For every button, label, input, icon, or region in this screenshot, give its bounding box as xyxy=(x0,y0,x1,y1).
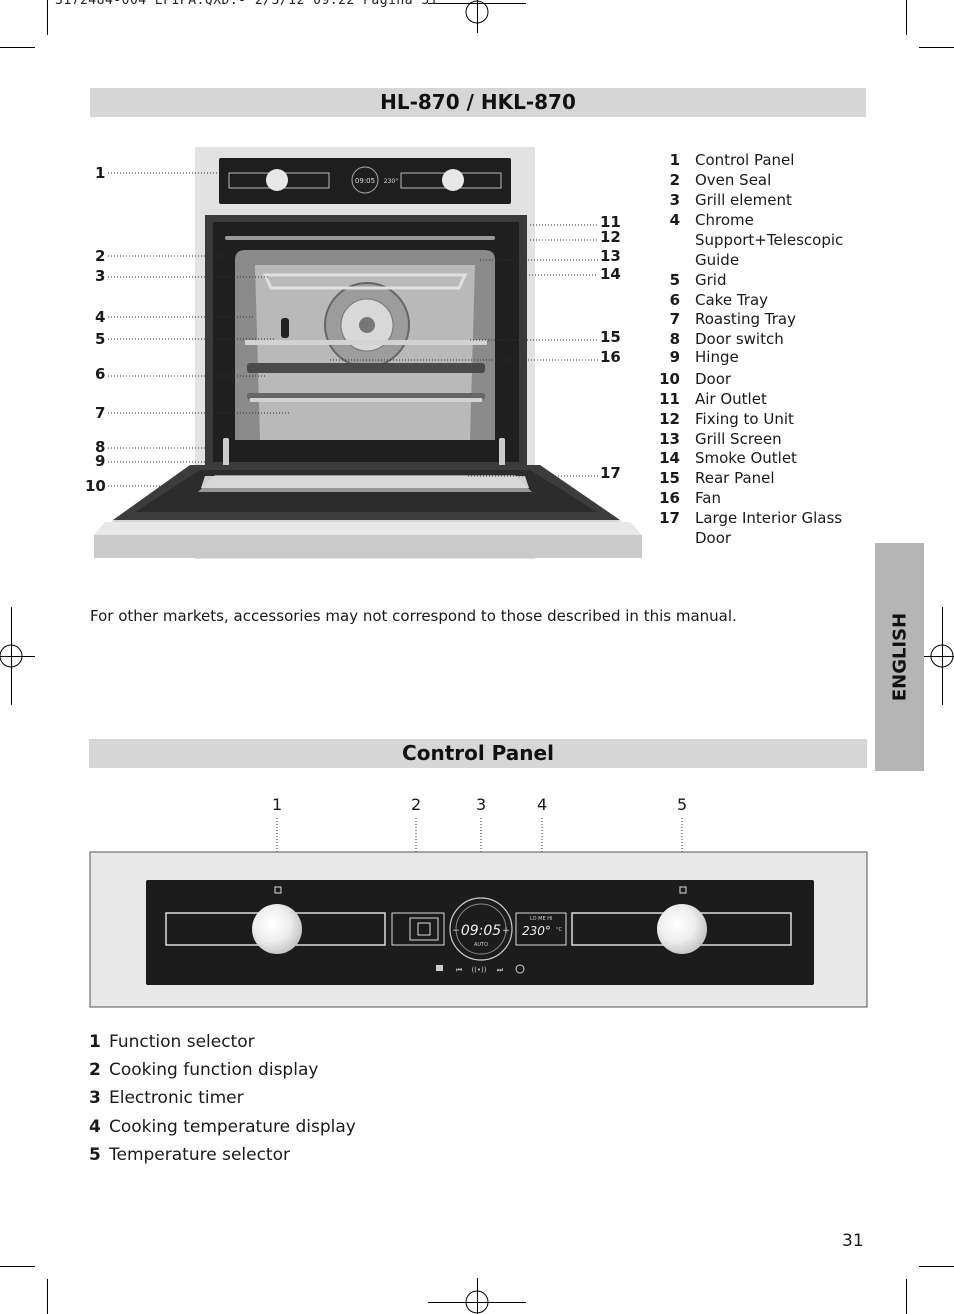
svg-text:⏮: ⏮ xyxy=(456,966,462,974)
language-tab-label: ENGLISH xyxy=(889,612,910,702)
mini-display-temp: 230° xyxy=(384,178,398,185)
cp-callout-5: 5 xyxy=(677,795,688,814)
callout-16: 16 xyxy=(600,348,621,366)
cp-callout-3: 3 xyxy=(476,795,487,814)
print-header: 3172484-004 EPIPA.QXD:- 2/3/12 09:22 Pag… xyxy=(55,0,439,8)
temp-display: 230° xyxy=(522,924,551,938)
callout-8: 8 xyxy=(95,438,106,456)
svg-text:+: + xyxy=(502,926,510,936)
oven-callout-lines xyxy=(108,172,598,487)
mini-display-time: 09:05 xyxy=(355,177,375,185)
timer-display: 09:05 xyxy=(461,923,501,939)
callout-13: 13 xyxy=(600,247,621,265)
svg-text:⏭: ⏭ xyxy=(497,966,504,974)
callout-9: 9 xyxy=(95,452,106,470)
cp-callout-4: 4 xyxy=(537,795,548,814)
callout-15: 15 xyxy=(600,328,621,346)
temp-level-labels: LO ME HI xyxy=(530,916,552,922)
svg-text:−: − xyxy=(452,926,460,936)
market-note: For other markets, accessories may not c… xyxy=(90,607,737,625)
cp-callout-1: 1 xyxy=(272,795,283,814)
callout-3: 3 xyxy=(95,267,106,285)
callout-12: 12 xyxy=(600,228,621,246)
callout-4: 4 xyxy=(95,308,106,326)
control-panel-title: Control Panel xyxy=(402,741,554,765)
callout-6: 6 xyxy=(95,365,106,383)
callout-10: 10 xyxy=(85,477,106,495)
callout-2: 2 xyxy=(95,247,106,265)
callout-7: 7 xyxy=(95,404,106,422)
model-title: HL-870 / HKL-870 xyxy=(380,90,576,114)
callout-17: 17 xyxy=(600,464,621,482)
callout-11: 11 xyxy=(600,213,621,231)
page-number: 31 xyxy=(842,1231,864,1251)
callout-14: 14 xyxy=(600,265,621,283)
temp-unit: °C xyxy=(556,927,563,933)
oven-illustration: 09:05 230° xyxy=(94,147,642,559)
callout-5: 5 xyxy=(95,330,106,348)
svg-text:((•)): ((•)) xyxy=(471,966,486,974)
control-panel-illustration: 09:05 AUTO − + LO ME HI 230° °C ⏮ ((•)) … xyxy=(89,818,868,1008)
callout-1: 1 xyxy=(95,164,106,182)
language-tab: ENGLISH xyxy=(875,543,924,771)
auto-label: AUTO xyxy=(474,942,488,948)
model-title-bar: HL-870 / HKL-870 xyxy=(90,88,866,117)
cp-callout-2: 2 xyxy=(411,795,422,814)
control-panel-title-bar: Control Panel xyxy=(89,739,867,768)
